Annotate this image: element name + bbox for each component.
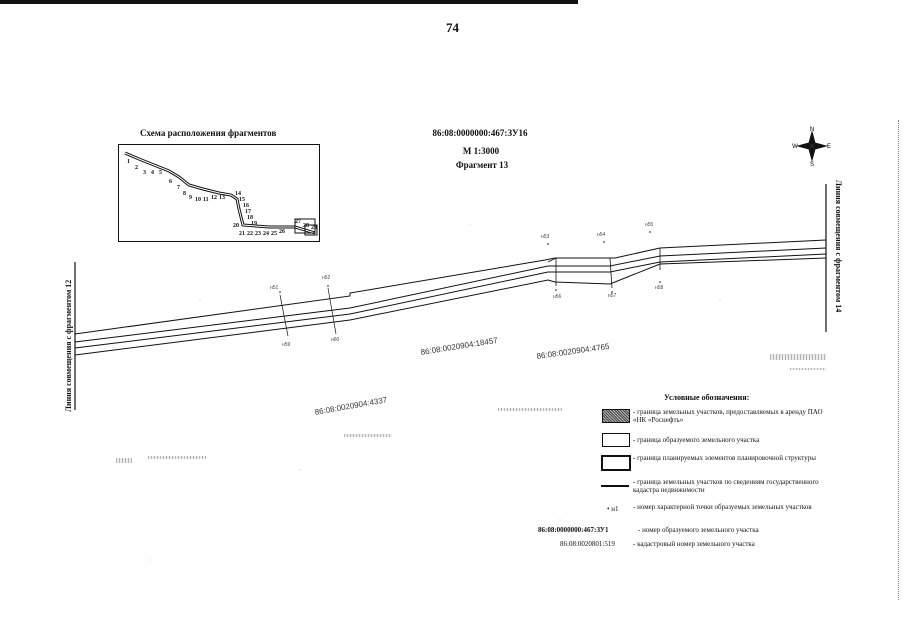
scheme-diagram	[124, 151, 318, 236]
legend-swatch-plot	[602, 433, 630, 447]
plot-id-title: 86:08:0000000:467:ЗУ16	[432, 128, 528, 138]
scheme-num-18: 18	[247, 215, 253, 221]
scheme-num-23: 23	[255, 231, 261, 237]
scheme-num-3: 3	[143, 170, 146, 176]
point-label: н57	[608, 293, 617, 299]
legend-item-cadastral: - кадастровый номер земельного участка	[633, 540, 755, 548]
scheme-num-19: 19	[251, 221, 257, 227]
pipeline-corridor	[74, 239, 827, 356]
scheme-num-7: 7	[177, 185, 180, 191]
fragment-title: Фрагмент 13	[455, 160, 509, 170]
point-label: н54	[597, 232, 606, 238]
legend-sample-cadastral: 86:08:0020801:519	[560, 540, 615, 548]
scan-smudge	[148, 456, 206, 459]
scheme-num-26: 26	[279, 229, 285, 235]
scheme-num-9: 9	[189, 195, 192, 201]
legend-sample-plot: 86:08:0000000:467:ЗУ1	[538, 526, 609, 534]
map-scale: М 1:3000	[462, 146, 500, 156]
scheme-num-6: 6	[169, 179, 172, 185]
point-label: н58	[655, 285, 664, 291]
point-label: н52	[322, 275, 331, 281]
scan-smudge	[790, 368, 826, 370]
point-label: н59	[282, 342, 291, 348]
scheme-num-22: 22	[247, 231, 253, 237]
scheme-num-8: 8	[183, 191, 186, 197]
legend-item-lease: - граница земельных участков, предоставл…	[633, 408, 823, 424]
left-match-label: Линия совмещения с фрагментом 12	[64, 279, 73, 412]
scan-smudge	[116, 458, 132, 463]
point-label: н56	[553, 294, 562, 300]
scan-smudge	[498, 408, 562, 411]
scheme-num-20: 20	[233, 223, 239, 229]
scheme-num-14: 14	[235, 191, 241, 197]
point-label: н53	[541, 234, 550, 240]
scheme-num-21: 21	[239, 231, 245, 237]
scheme-num-12: 12	[211, 195, 217, 201]
point-label: н51	[270, 285, 279, 291]
scan-speckles	[149, 224, 721, 561]
scheme-num-2: 2	[135, 165, 138, 171]
scheme-num-1: 1	[127, 159, 130, 165]
legend-swatch-planning	[601, 455, 631, 471]
legend-title: Условные обозначения:	[664, 393, 750, 402]
scheme-num-13: 13	[219, 195, 225, 201]
legend-item-point: - номер характерной точки образуемых зем…	[633, 503, 812, 511]
scan-smudge	[770, 354, 826, 360]
scan-smudge	[344, 434, 392, 437]
point-label: н60	[331, 337, 340, 343]
scheme-num-25: 25	[271, 231, 277, 237]
legend-item-planning: - граница планируемых элементов планиров…	[633, 454, 816, 462]
scheme-num-4: 4	[151, 170, 154, 176]
scheme-num-27: 27	[295, 219, 301, 225]
compass-s: S	[810, 162, 814, 166]
scheme-num-11: 11	[203, 197, 209, 203]
scheme-num-28: 28	[303, 223, 309, 229]
right-match-label: Линия совмещения с фрагментом 14	[834, 180, 843, 313]
legend-swatch-lease	[602, 409, 630, 423]
scheme-box: 1 2 3 4 5 6 7 8 9 10 11 12 13 14 15 16 1…	[118, 144, 320, 242]
compass-n: N	[810, 127, 814, 133]
point-ticks	[279, 287, 337, 337]
scheme-num-29: 29	[311, 225, 317, 231]
dotted-points	[279, 231, 661, 293]
scheme-num-10: 10	[195, 197, 201, 203]
scheme-num-24: 24	[263, 231, 269, 237]
point-label: н55	[645, 222, 654, 228]
legend-item-plot: - граница образуемого земельного участка	[633, 436, 760, 444]
compass-w: W	[792, 144, 798, 150]
top-border-bar	[0, 0, 578, 4]
compass-e: E	[827, 144, 831, 150]
scheme-num-16: 16	[243, 203, 249, 209]
legend-item-gkn: - граница земельных участков по сведения…	[633, 478, 819, 494]
scheme-title: Схема расположения фрагментов	[140, 128, 277, 138]
scheme-num-17: 17	[245, 209, 251, 215]
page-number: 74	[446, 20, 459, 35]
legend-swatch-gkn	[601, 485, 629, 487]
legend-item-plot-number: - номер образуемого земельного участка	[638, 526, 759, 534]
compass-rose-icon: N S E W	[792, 126, 832, 168]
scheme-num-5: 5	[159, 170, 162, 176]
scheme-num-15: 15	[239, 197, 245, 203]
scan-edge-dots	[896, 120, 899, 600]
legend-sample-point: • н1	[607, 505, 619, 513]
